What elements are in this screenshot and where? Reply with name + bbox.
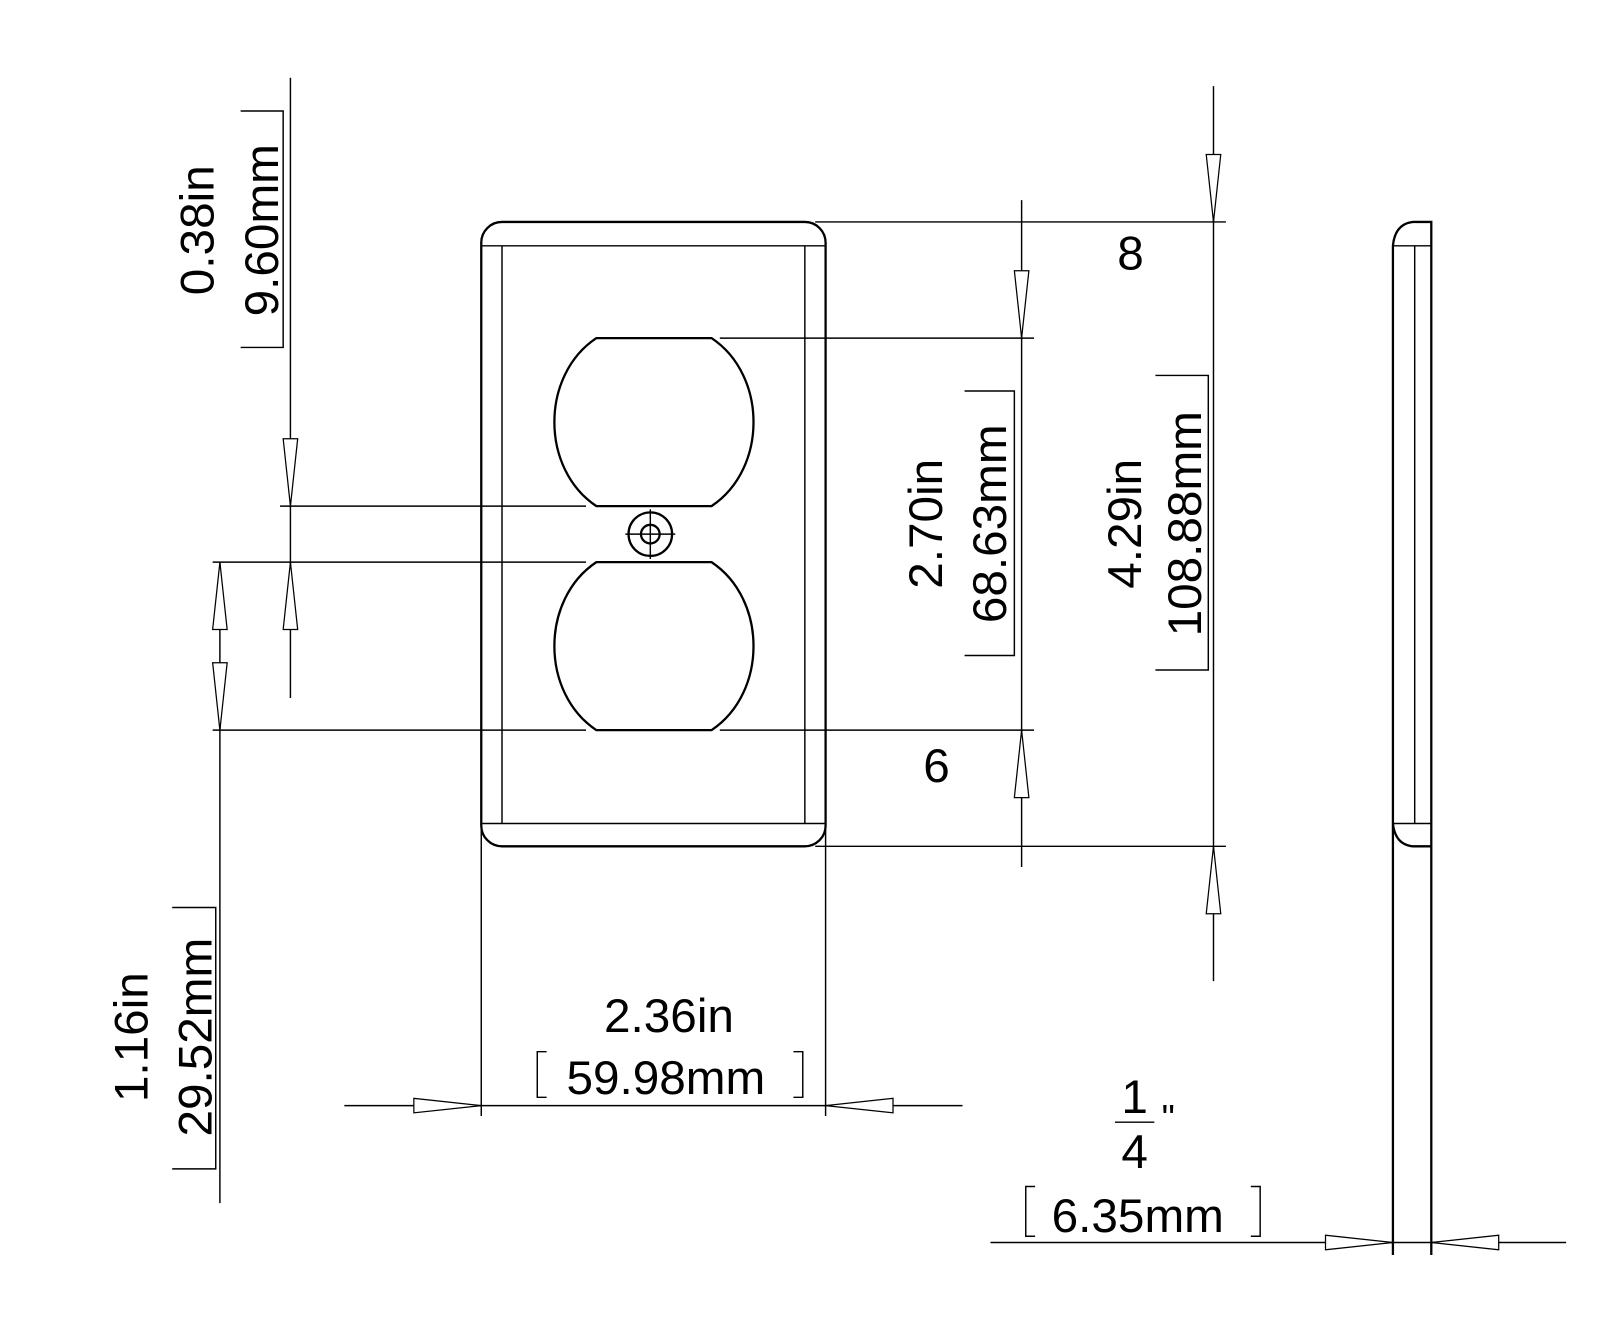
callout-top: 8 (1117, 228, 1144, 281)
dimension-width: 2.36in 59.98mm (344, 829, 963, 1116)
callout-bottom: 6 (923, 740, 950, 793)
dim-label-mm: 29.52mm (170, 938, 223, 1137)
plate-bevel (481, 245, 826, 825)
dimension-thickness: 1 4 " 6.35mm (990, 1071, 1567, 1251)
inch-mark: " (1162, 1096, 1175, 1138)
dim-label-mm: 9.60mm (236, 144, 289, 316)
dim-label-mm: 108.88mm (1159, 411, 1212, 636)
plate-side-view (1391, 220, 1433, 1255)
dim-label-in: 2.36in (604, 990, 734, 1043)
plate-front-view (480, 220, 827, 848)
outlet-opening-bottom (553, 560, 755, 732)
plate-outline (480, 220, 827, 848)
dim-label-in: 4.29in (1099, 459, 1152, 589)
dimension-screw-to-outlet: 0.38in 9.60mm (172, 77, 587, 699)
dim-label-in: 1.16in (105, 972, 158, 1102)
dim-label-in: 2.70in (900, 459, 953, 589)
dimension-height: 4.29in 108.88mm (1099, 86, 1222, 982)
outlet-opening-top (553, 336, 755, 508)
dim-label-mm: 59.98mm (566, 1052, 765, 1105)
dim-label-in: 0.38in (172, 165, 225, 295)
dim-label-mm: 6.35mm (1052, 1190, 1224, 1243)
dimension-outlet-to-edge: 1.16in 29.52mm (105, 561, 587, 1204)
dimension-outlet-span: 2.70in 68.63mm 8 6 (719, 200, 1226, 868)
dim-label-mm: 68.63mm (964, 424, 1017, 623)
fraction-denominator: 4 (1121, 1126, 1148, 1179)
screw-hole-icon (625, 509, 676, 560)
fraction-numerator: 1 (1121, 1071, 1148, 1124)
